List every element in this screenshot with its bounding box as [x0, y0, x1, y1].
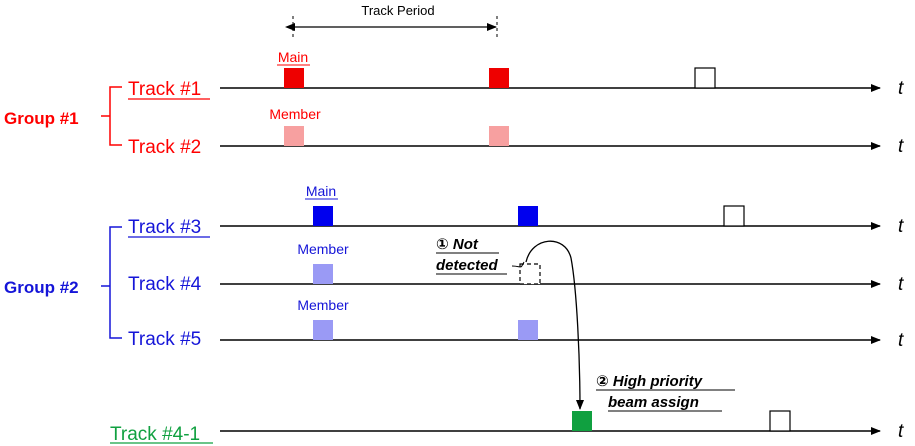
- group-2-bracket: [101, 226, 122, 339]
- track-1-label: Track #1: [128, 79, 201, 100]
- track-4-label: Track #4: [128, 274, 202, 295]
- track-1-main-beam-2: [489, 68, 509, 88]
- track-4-member-label: Member: [297, 241, 349, 257]
- reassign-arrow: [525, 240, 584, 410]
- not-detected-line-2: detected: [436, 257, 499, 274]
- track-2-member-label: Member: [269, 106, 321, 122]
- track-1-next-slot: [694, 67, 716, 89]
- high-priority-line-1: ② High priority: [596, 373, 703, 390]
- track-4-missed-beam: [519, 263, 541, 285]
- track-5-member-label: Member: [297, 297, 349, 313]
- track-5-member-beam-1: [313, 320, 333, 340]
- track-3-main-beam-2: [518, 206, 538, 226]
- track-3-t-label: t: [898, 216, 904, 237]
- track-1-main-beam-1: [284, 68, 304, 88]
- track-period-label: Track Period: [361, 3, 434, 18]
- track-4-member-beam-1: [313, 264, 333, 284]
- track-3-main-beam-1: [313, 206, 333, 226]
- track-5-t-label: t: [898, 330, 904, 351]
- track-2-label: Track #2: [128, 137, 201, 158]
- group-1-label: Group #1: [4, 109, 79, 128]
- track-4-1-label: Track #4-1: [110, 424, 200, 445]
- track-period-indicator: Track Period: [285, 3, 498, 40]
- track-5-label: Track #5: [128, 329, 201, 350]
- time-axes: [220, 84, 881, 435]
- track-4-1-assigned-beam: [572, 411, 592, 431]
- track-3-main-label: Main: [306, 183, 336, 199]
- not-detected-connector: [511, 261, 525, 268]
- not-detected-line-1: ① Not: [436, 236, 479, 253]
- track-1-main-label: Main: [278, 49, 308, 65]
- track-3-label: Track #3: [128, 217, 201, 238]
- track-4-1-t-label: t: [898, 421, 904, 442]
- track-5-member-beam-2: [518, 320, 538, 340]
- track-4-1-next-slot: [769, 410, 791, 432]
- high-priority-line-2: beam assign: [608, 394, 699, 411]
- group-1-bracket: [101, 86, 122, 146]
- track-2-member-beam-1: [284, 126, 304, 146]
- track-2-t-label: t: [898, 136, 904, 157]
- track-2-member-beam-2: [489, 126, 509, 146]
- group-2-label: Group #2: [4, 278, 79, 297]
- track-4-t-label: t: [898, 274, 904, 295]
- track-1-t-label: t: [898, 78, 904, 99]
- track-3-next-slot: [723, 205, 745, 227]
